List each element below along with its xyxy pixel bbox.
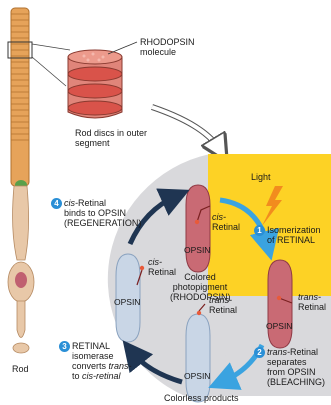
rod-cell-illustration (8, 8, 34, 353)
label-opsin-right: OPSIN (266, 321, 292, 331)
step-2-badge: 2 (254, 347, 265, 358)
rod-disc-stack (68, 42, 137, 118)
label-opsin-top: OPSIN (184, 245, 210, 255)
label-opsin-bottom: OPSIN (184, 371, 210, 381)
label-rod: Rod (12, 364, 29, 374)
step-1-badge: 1 (254, 225, 265, 236)
step-3-badge: 3 (59, 341, 70, 352)
label-cis-retinal-top: cis-Retinal (212, 212, 240, 232)
opsin-bottom (186, 304, 210, 402)
step-4-badge: 4 (51, 198, 62, 209)
label-trans-retinal-free: trans-Retinal (209, 295, 237, 315)
step-4-text: cis-Retinal binds to OPSIN(REGENERATION) (64, 198, 141, 228)
rhodopsin-pigment-right (268, 260, 292, 348)
rhodopsin-pigment-top (186, 185, 210, 272)
label-cis-retinal-left: cis-Retinal (148, 257, 176, 277)
label-trans-retinal-right: trans-Retinal (298, 292, 326, 312)
label-light: Light (251, 172, 271, 182)
label-opsin-left: OPSIN (114, 297, 140, 307)
label-colorless-products: Colorless products (164, 393, 239, 403)
